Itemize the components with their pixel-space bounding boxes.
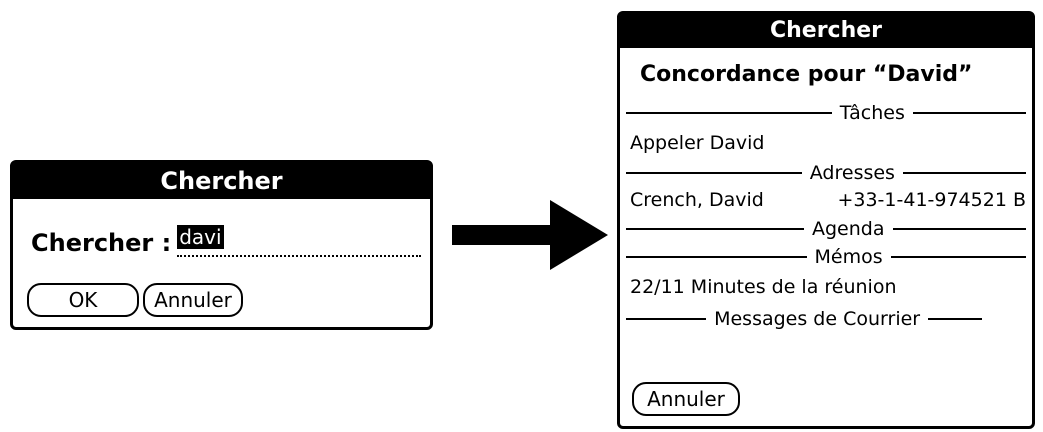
find-field-row: Chercher : davi [31,223,421,257]
cancel-button[interactable]: Annuler [632,382,740,416]
section-taches-label: Tâches [839,102,905,124]
results-heading: Concordance pour “David” [640,62,973,87]
find-input[interactable]: davi [177,225,421,257]
results-dialog-title: Chercher [620,14,1032,48]
result-item-address[interactable]: Crench, David +33-1-41-974521 B [630,187,1026,213]
ok-button[interactable]: OK [27,283,139,317]
section-adresses-label: Adresses [809,162,895,184]
find-input-value: davi [177,225,224,249]
section-agenda: Agenda [626,216,1026,242]
section-adresses: Adresses [626,160,1026,186]
find-field-label: Chercher : [31,229,172,257]
find-dialog-title: Chercher [13,163,430,199]
result-item-memo[interactable]: 22/11 Minutes de la réunion [630,276,897,298]
cancel-button[interactable]: Annuler [143,283,243,317]
address-name: Crench, David [630,189,764,211]
results-dialog: Chercher Concordance pour “David” Tâches… [617,11,1035,429]
section-agenda-label: Agenda [812,218,885,240]
section-courrier: Messages de Courrier [626,306,1026,332]
section-taches: Tâches [626,100,1026,126]
section-memos-label: Mémos [814,246,883,268]
right-arrow-icon [452,200,608,270]
result-item-task[interactable]: Appeler David [630,132,765,154]
section-courrier-label: Messages de Courrier [714,308,921,330]
address-phone: +33-1-41-974521 B [837,189,1026,211]
section-memos: Mémos [626,244,1026,270]
find-dialog: Chercher Chercher : davi OK Annuler [10,160,433,330]
